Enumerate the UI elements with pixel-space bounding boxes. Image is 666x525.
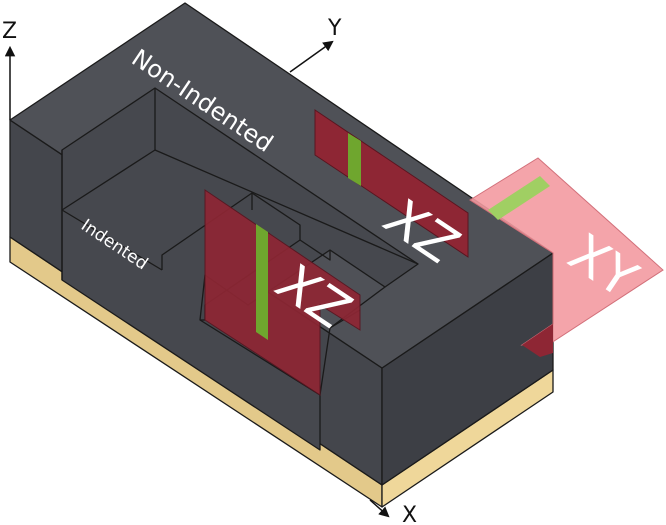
xz-plane-front (204, 189, 361, 396)
green-strip-xy (488, 176, 550, 220)
green-strip-front (256, 224, 268, 340)
x-axis-arrow (369, 499, 390, 518)
y-axis-arrow (289, 40, 334, 73)
y-axis-label: Y (327, 16, 342, 41)
xy-plane-intersection (522, 324, 553, 357)
x-axis-label: X (402, 503, 417, 525)
z-axis-label: Z (2, 19, 17, 44)
green-strip-top (348, 133, 361, 186)
